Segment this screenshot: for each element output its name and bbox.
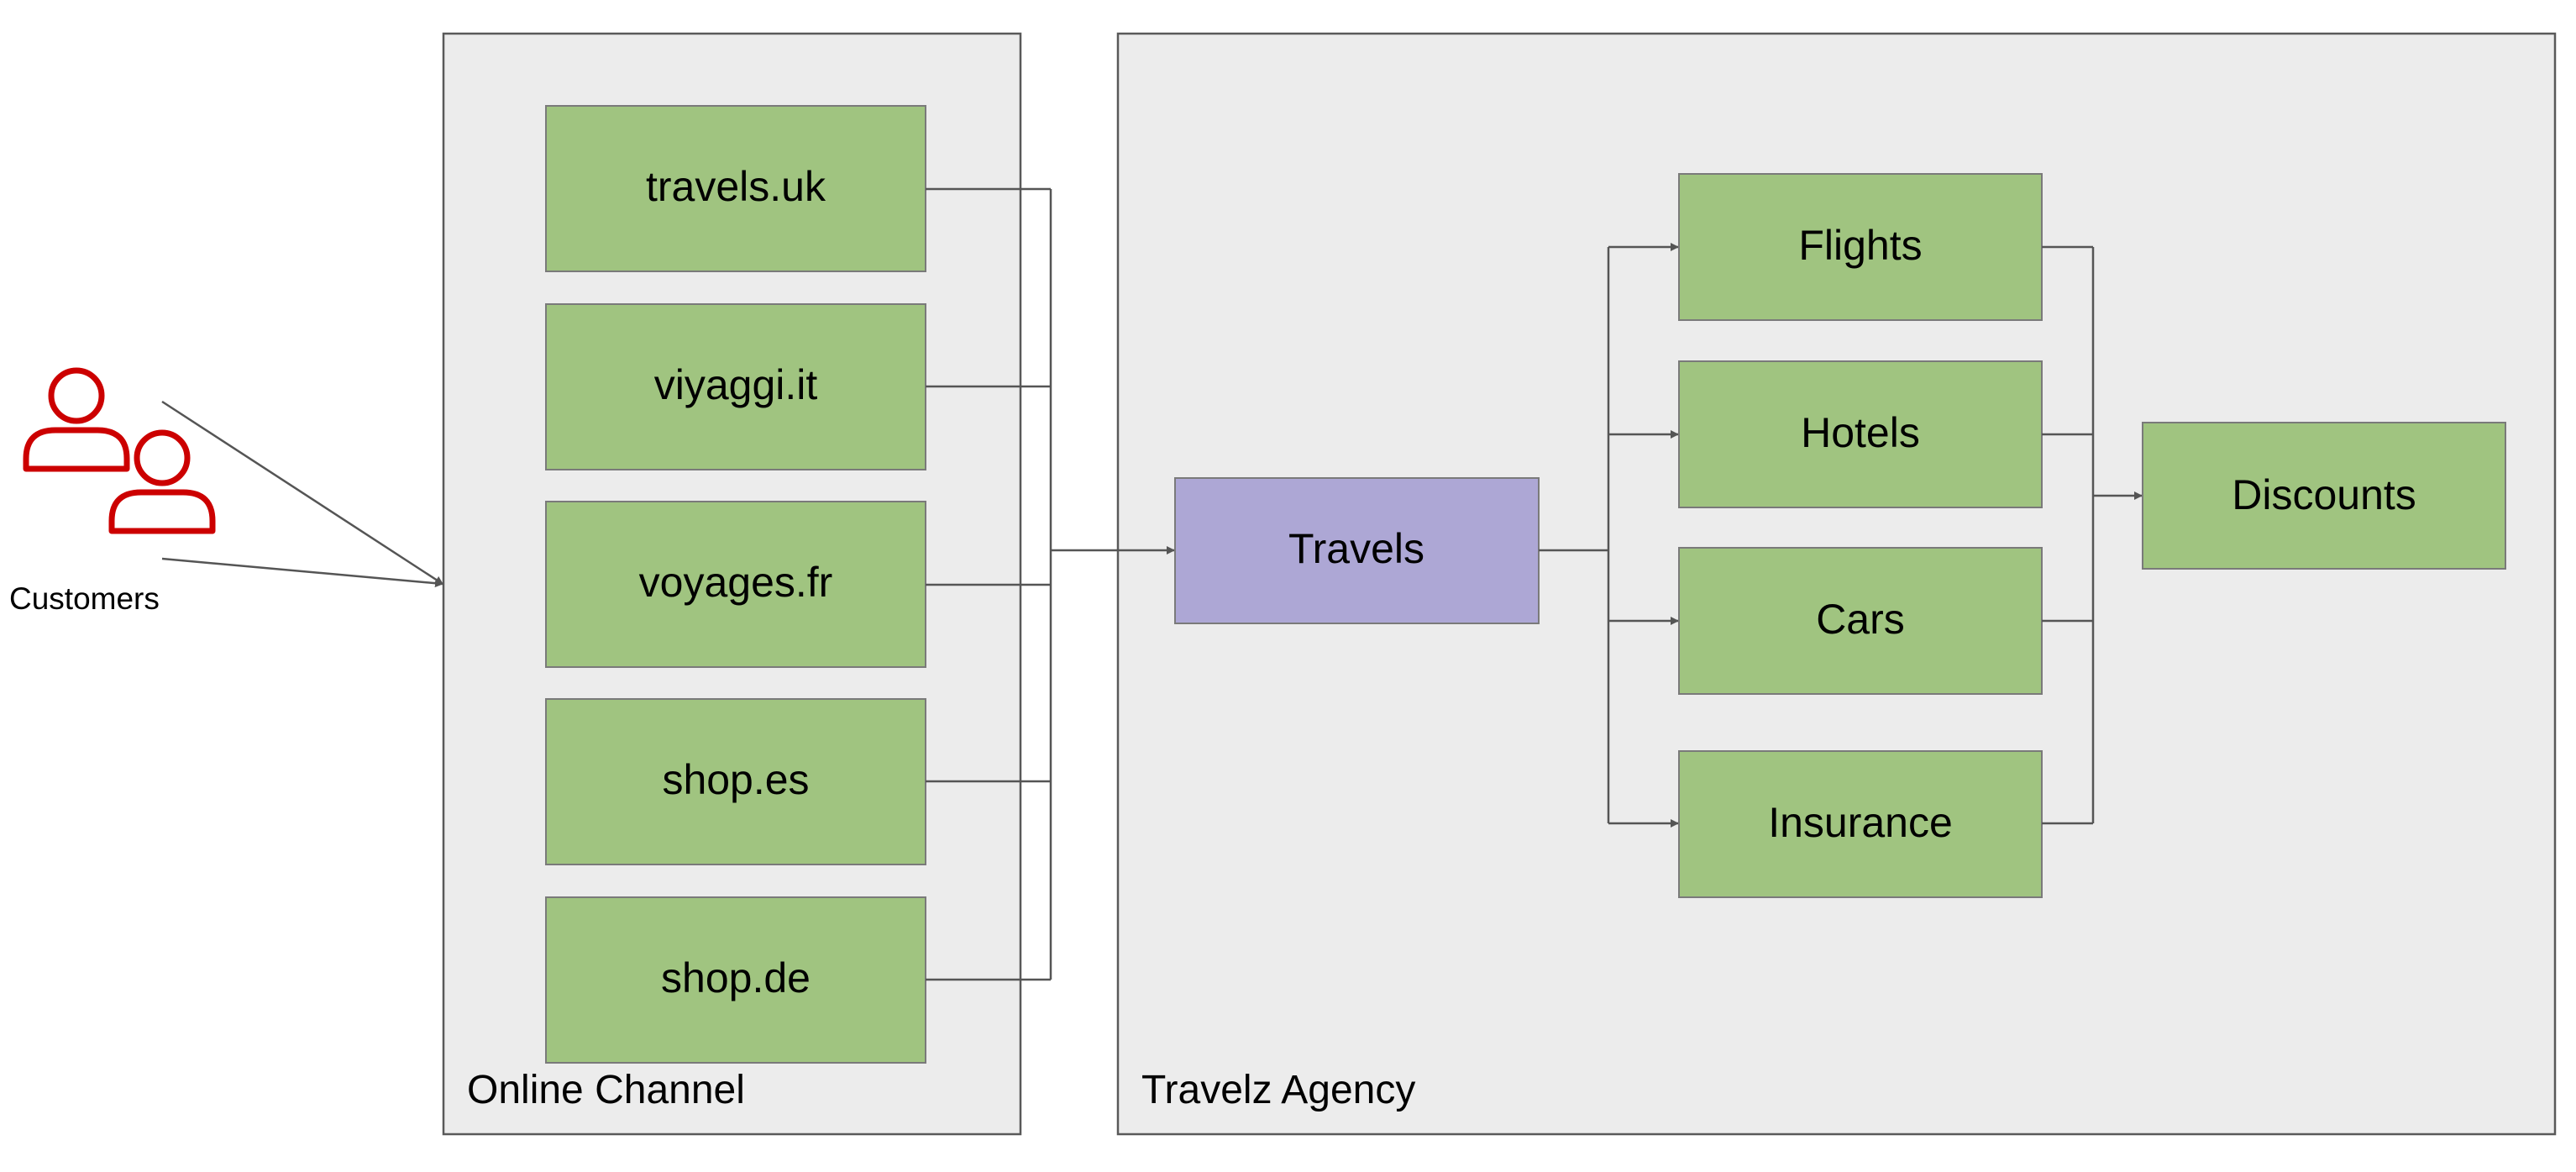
service-label: Cars xyxy=(1816,596,1905,643)
site-label: viyaggi.it xyxy=(654,361,818,408)
travels-hub-box: Travels xyxy=(1174,477,1540,624)
service-label: Flights xyxy=(1798,222,1922,269)
site-label: travels.uk xyxy=(646,163,826,210)
discounts-box: Discounts xyxy=(2142,422,2506,570)
service-box-hotels: Hotels xyxy=(1678,360,2043,508)
site-label: shop.es xyxy=(662,756,809,803)
travelz-agency-label: Travelz Agency xyxy=(1141,1068,1415,1112)
site-box-travels-uk: travels.uk xyxy=(545,105,926,272)
online-channel-label: Online Channel xyxy=(467,1068,745,1112)
discounts-label: Discounts xyxy=(2232,471,2416,518)
service-box-cars: Cars xyxy=(1678,547,2043,695)
travels-hub-label: Travels xyxy=(1288,525,1424,572)
service-label: Insurance xyxy=(1768,799,1953,846)
site-label: shop.de xyxy=(661,954,811,1001)
site-box-shop-de: shop.de xyxy=(545,896,926,1064)
customer-arrow-lower xyxy=(161,557,443,588)
site-box-voyages-fr: voyages.fr xyxy=(545,501,926,668)
site-box-viyaggi-it: viyaggi.it xyxy=(545,303,926,470)
service-box-insurance: Insurance xyxy=(1678,750,2043,898)
service-label: Hotels xyxy=(1801,409,1920,456)
service-box-flights: Flights xyxy=(1678,173,2043,321)
customers-label: Customers xyxy=(9,581,160,616)
customers-actor: Customers xyxy=(9,367,216,616)
site-label: voyages.fr xyxy=(639,559,833,606)
site-box-shop-es: shop.es xyxy=(545,698,926,865)
customer-arrow-upper xyxy=(161,400,443,586)
users-icon xyxy=(23,367,216,534)
